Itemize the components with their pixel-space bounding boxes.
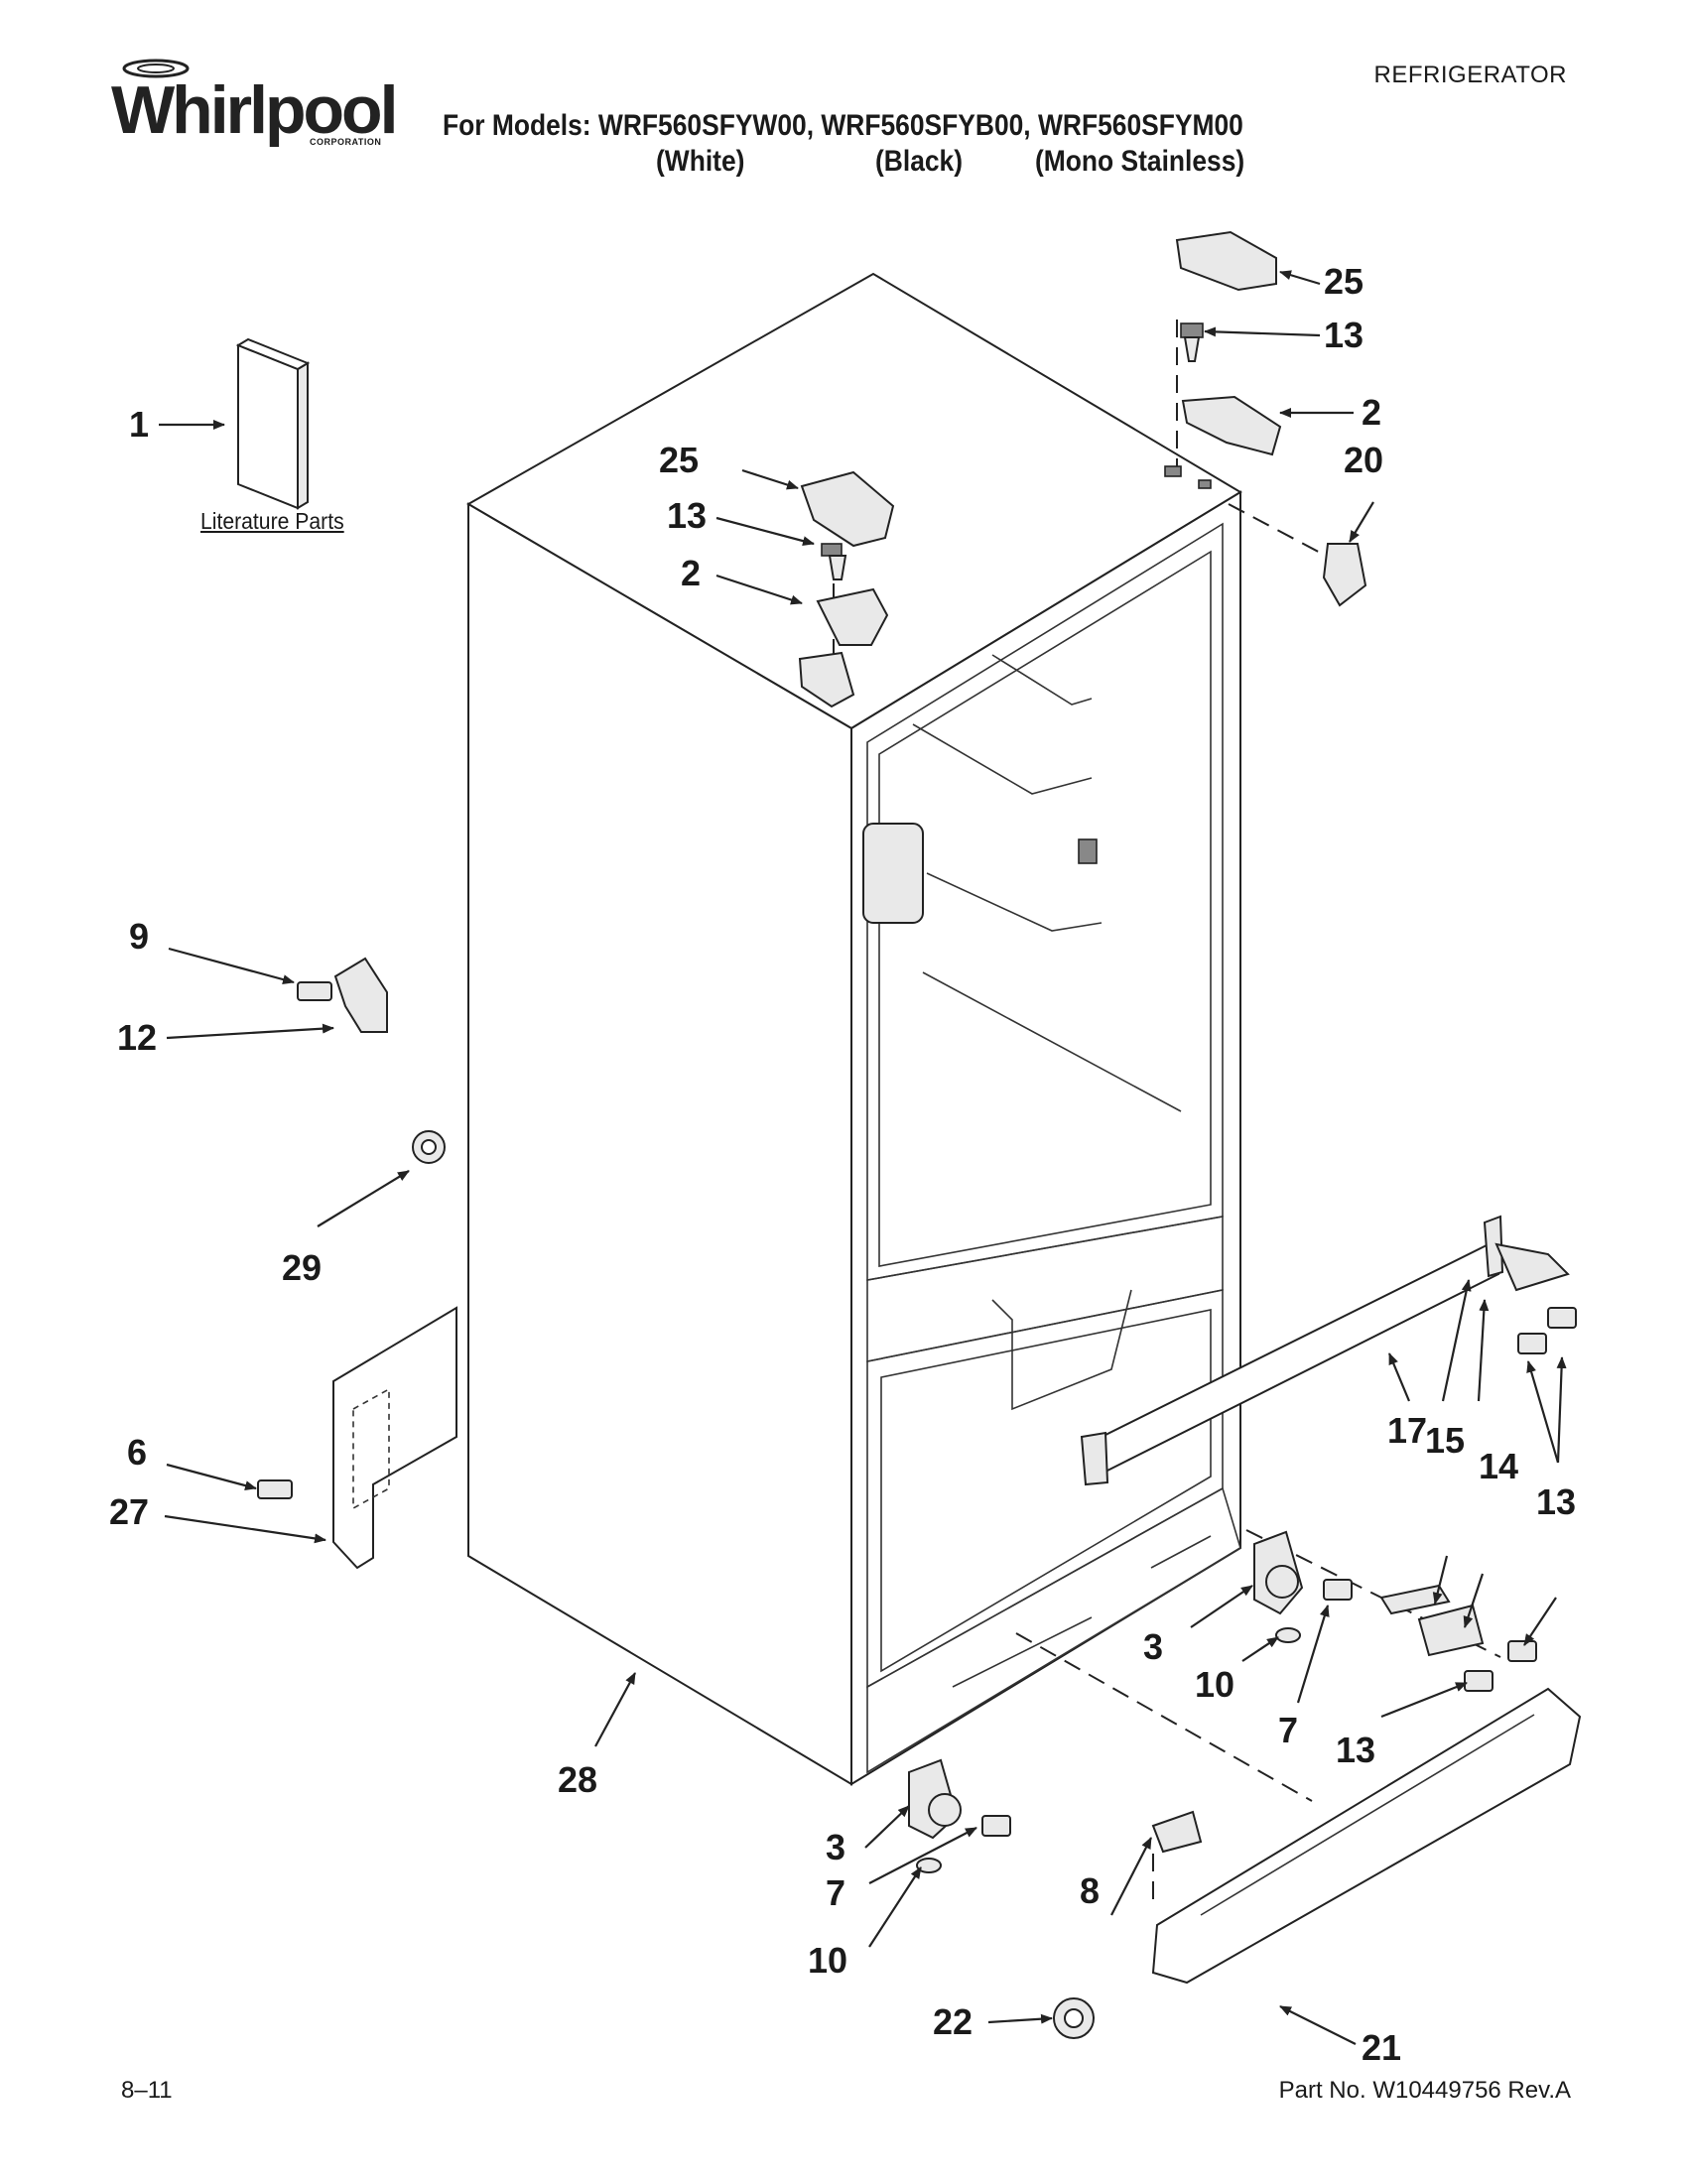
callout-10-left: 10 bbox=[808, 1940, 847, 1981]
brand-sub: CORPORATION bbox=[310, 137, 382, 147]
literature-booklet bbox=[235, 337, 311, 510]
whirlpool-logo: Whirlpool CORPORATION bbox=[111, 58, 398, 157]
product-type: REFRIGERATOR bbox=[1373, 62, 1567, 88]
callout-29: 29 bbox=[282, 1247, 322, 1288]
callout-13-right: 13 bbox=[1324, 315, 1363, 355]
callout-15: 15 bbox=[1425, 1420, 1465, 1461]
callout-25-left: 25 bbox=[659, 440, 699, 480]
callout-2-left: 2 bbox=[681, 553, 701, 593]
callout-21: 21 bbox=[1362, 2027, 1401, 2068]
models-line: For Models: WRF560SFYW00, WRF560SFYB00, … bbox=[443, 109, 1243, 142]
footer-date-code: 8–11 bbox=[121, 2077, 173, 2104]
callout-8: 8 bbox=[1080, 1870, 1100, 1911]
callout-1: 1 bbox=[129, 404, 149, 445]
callout-9: 9 bbox=[129, 916, 149, 957]
logo-swirl-icon bbox=[122, 59, 190, 78]
leader-lines bbox=[159, 270, 1567, 2045]
callout-3-left: 3 bbox=[826, 1827, 845, 1867]
callout-17: 17 bbox=[1387, 1410, 1427, 1451]
callout-7-left: 7 bbox=[826, 1872, 845, 1913]
callout-13-grille: 13 bbox=[1536, 1481, 1576, 1522]
callout-13-left: 13 bbox=[667, 495, 707, 536]
assembly-line-grille bbox=[1015, 1632, 1313, 1802]
top-hinge-right-assembly bbox=[1175, 230, 1367, 607]
roller-assemblies bbox=[908, 1530, 1353, 1873]
callout-6: 6 bbox=[127, 1432, 147, 1473]
toe-grille-assembly bbox=[1053, 1687, 1582, 2039]
variant-mono-stainless: (Mono Stainless) bbox=[1035, 145, 1245, 178]
literature-parts-caption: Literature Parts bbox=[200, 508, 344, 534]
callout-28: 28 bbox=[558, 1759, 597, 1800]
callout-7-right: 7 bbox=[1278, 1710, 1298, 1750]
brand-name: Whirlpool bbox=[111, 72, 398, 148]
left-side-hardware bbox=[257, 957, 457, 1570]
callout-12: 12 bbox=[117, 1017, 157, 1058]
variant-black: (Black) bbox=[875, 145, 964, 178]
variant-white: (White) bbox=[656, 145, 745, 178]
callout-2-right: 2 bbox=[1362, 392, 1381, 433]
callout-22: 22 bbox=[933, 2001, 973, 2042]
callout-10-right: 10 bbox=[1195, 1664, 1234, 1705]
grille-rail-assembly bbox=[1080, 1215, 1577, 1692]
callout-20: 20 bbox=[1344, 440, 1383, 480]
footer-part-number: Part No. W10449756 Rev.A bbox=[1278, 2077, 1571, 2104]
callout-3-right: 3 bbox=[1143, 1626, 1163, 1667]
callout-25-right: 25 bbox=[1324, 261, 1363, 302]
refrigerator-cabinet bbox=[465, 272, 1242, 1786]
top-hinge-left-assembly bbox=[798, 470, 895, 708]
assembly-line-20 bbox=[1228, 503, 1327, 557]
callout-14: 14 bbox=[1479, 1446, 1518, 1486]
callout-13-lower: 13 bbox=[1336, 1730, 1375, 1770]
callout-27: 27 bbox=[109, 1491, 149, 1532]
